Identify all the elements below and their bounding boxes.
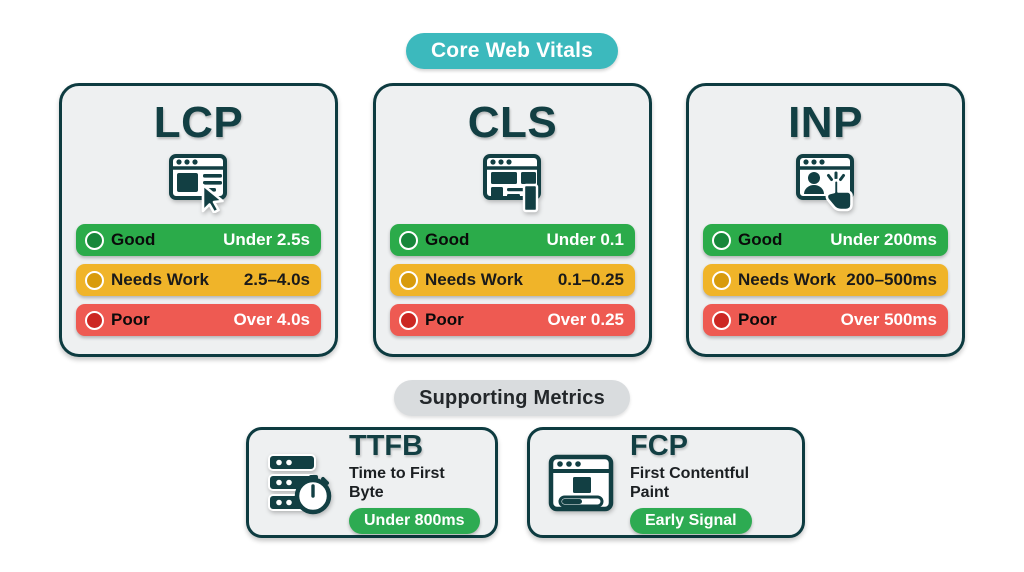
vital-title-inp: INP xyxy=(788,98,863,147)
status-value: Over 500ms xyxy=(840,310,937,330)
status-dot-poor xyxy=(712,310,731,330)
status-label: Needs Work xyxy=(738,270,836,290)
support-title-fcp: FCP xyxy=(630,430,688,463)
status-row-poor: Poor Over 0.25 xyxy=(390,304,635,337)
status-dot-needs-work xyxy=(399,270,418,290)
support-pill-fcp: Early Signal xyxy=(630,507,752,534)
status-label: Good xyxy=(425,230,470,250)
status-row-poor: Poor Over 500ms xyxy=(703,304,948,337)
support-card-fcp: FCP First Contentful Paint Early Signal xyxy=(527,427,805,538)
status-row-poor: Poor Over 4.0s xyxy=(76,304,321,337)
vital-title-lcp: LCP xyxy=(153,98,244,147)
status-rows-cls: Good Under 0.1 Needs Work 0.1–0.25 Poor … xyxy=(376,224,649,337)
status-value: Under 2.5s xyxy=(223,230,310,250)
supporting-metrics-badge: Supporting Metrics xyxy=(394,380,630,416)
status-label: Poor xyxy=(738,310,777,330)
status-value: 2.5–4.0s xyxy=(243,270,310,290)
status-value: Under 200ms xyxy=(830,230,937,250)
status-rows-inp: Good Under 200ms Needs Work 200–500ms Po… xyxy=(689,224,962,337)
vital-card-inp: INP Good Under 200ms xyxy=(686,83,965,357)
support-pill-ttfb: Under 800ms xyxy=(349,507,480,534)
status-dot-poor xyxy=(85,310,104,330)
support-card-ttfb: TTFB Time to First Byte Under 800ms xyxy=(246,427,498,538)
status-value: 200–500ms xyxy=(846,270,937,290)
status-dot-needs-work xyxy=(85,270,104,290)
browser-layout-shift-icon xyxy=(477,150,549,214)
status-label: Good xyxy=(111,230,156,250)
status-dot-needs-work xyxy=(712,270,731,290)
browser-image-cursor-icon xyxy=(163,150,235,214)
status-row-needs-work: Needs Work 200–500ms xyxy=(703,264,948,297)
status-value: 0.1–0.25 xyxy=(557,270,624,290)
status-row-needs-work: Needs Work 2.5–4.0s xyxy=(76,264,321,297)
status-dot-good xyxy=(712,230,731,250)
status-label: Poor xyxy=(111,310,150,330)
status-label: Needs Work xyxy=(111,270,209,290)
support-title-ttfb: TTFB xyxy=(349,430,424,463)
status-rows-lcp: Good Under 2.5s Needs Work 2.5–4.0s Poor… xyxy=(62,224,335,337)
status-label: Poor xyxy=(425,310,464,330)
status-row-good: Good Under 200ms xyxy=(703,224,948,257)
browser-paint-progress-icon xyxy=(546,451,616,515)
support-text-ttfb: TTFB Time to First Byte Under 800ms xyxy=(349,430,480,534)
status-row-good: Good Under 2.5s xyxy=(76,224,321,257)
status-row-needs-work: Needs Work 0.1–0.25 xyxy=(390,264,635,297)
core-web-vitals-badge: Core Web Vitals xyxy=(406,33,618,69)
status-row-good: Good Under 0.1 xyxy=(390,224,635,257)
status-dot-poor xyxy=(399,310,418,330)
vital-card-lcp: LCP Good Under 2.5s Needs Work 2.5–4.0s xyxy=(59,83,338,357)
status-value: Under 0.1 xyxy=(546,230,624,250)
status-dot-good xyxy=(85,230,104,250)
status-dot-good xyxy=(399,230,418,250)
support-text-fcp: FCP First Contentful Paint Early Signal xyxy=(630,430,786,534)
vital-card-cls: CLS Good Under 0.1 Needs Work 0.1 xyxy=(373,83,652,357)
status-label: Needs Work xyxy=(425,270,523,290)
support-subtitle-ttfb: Time to First Byte xyxy=(349,465,445,502)
browser-user-tap-icon xyxy=(790,150,862,214)
support-subtitle-fcp: First Contentful Paint xyxy=(630,465,750,502)
status-label: Good xyxy=(738,230,783,250)
status-value: Over 4.0s xyxy=(233,310,310,330)
server-stopwatch-icon xyxy=(265,448,335,518)
status-value: Over 0.25 xyxy=(547,310,624,330)
vital-title-cls: CLS xyxy=(467,98,558,147)
